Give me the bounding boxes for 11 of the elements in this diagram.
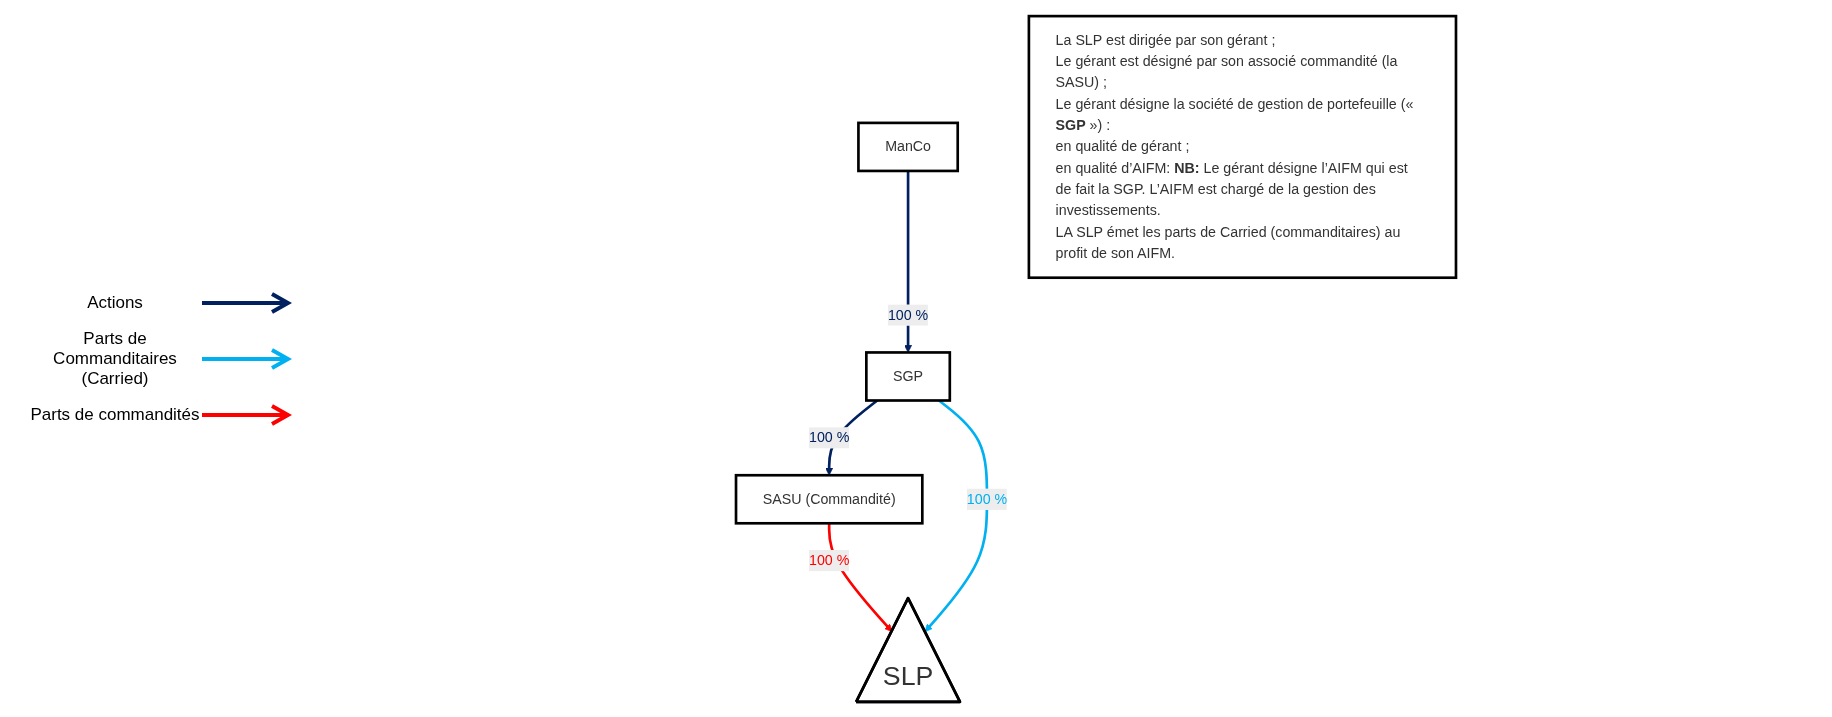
edge-label: 100 %: [887, 306, 929, 322]
node-box: La SLP est dirigée par son gérant ; Le gérant est désigné par son associé commandité (la SASU) ; Le gérant désigne la société de gestion de portefeuille (« SGP ») : en qualité de gérant ; en qualité d’AIFM: NB: Le gérant désigne l’AIFM qui est de fait la SGP. L’AIFM est chargé de la gestion des investissements. LA SLP émet les parts de Carried (commanditaires) au profit de son AIFM.: [1027, 14, 1458, 279]
legend-label: Parts de Commanditaires (Carried): [52, 328, 178, 389]
legend-label: Parts de commandités: [30, 404, 200, 425]
legend-label: Actions: [86, 292, 144, 313]
node-box: SASU (Commandité): [734, 473, 924, 525]
node-box: SGP: [865, 350, 952, 402]
node-box: ManCo: [857, 121, 960, 172]
edge-label: 100 %: [808, 429, 850, 445]
edge-label: 100 %: [966, 490, 1008, 506]
edge-label: 100 %: [808, 552, 850, 568]
